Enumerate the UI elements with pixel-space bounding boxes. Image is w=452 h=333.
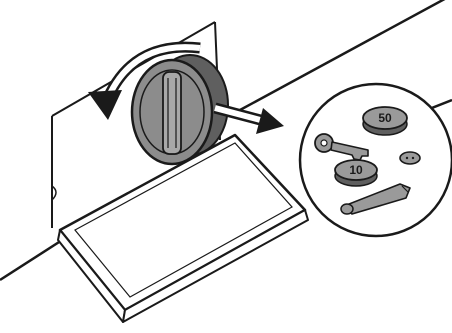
coin-10-label: 10 <box>349 163 363 177</box>
coin-10: 10 <box>335 160 377 186</box>
coin-50: 50 <box>363 107 407 135</box>
found-objects-callout: 50 10 <box>300 84 452 236</box>
coin-50-label: 50 <box>378 111 392 125</box>
button <box>400 152 420 164</box>
